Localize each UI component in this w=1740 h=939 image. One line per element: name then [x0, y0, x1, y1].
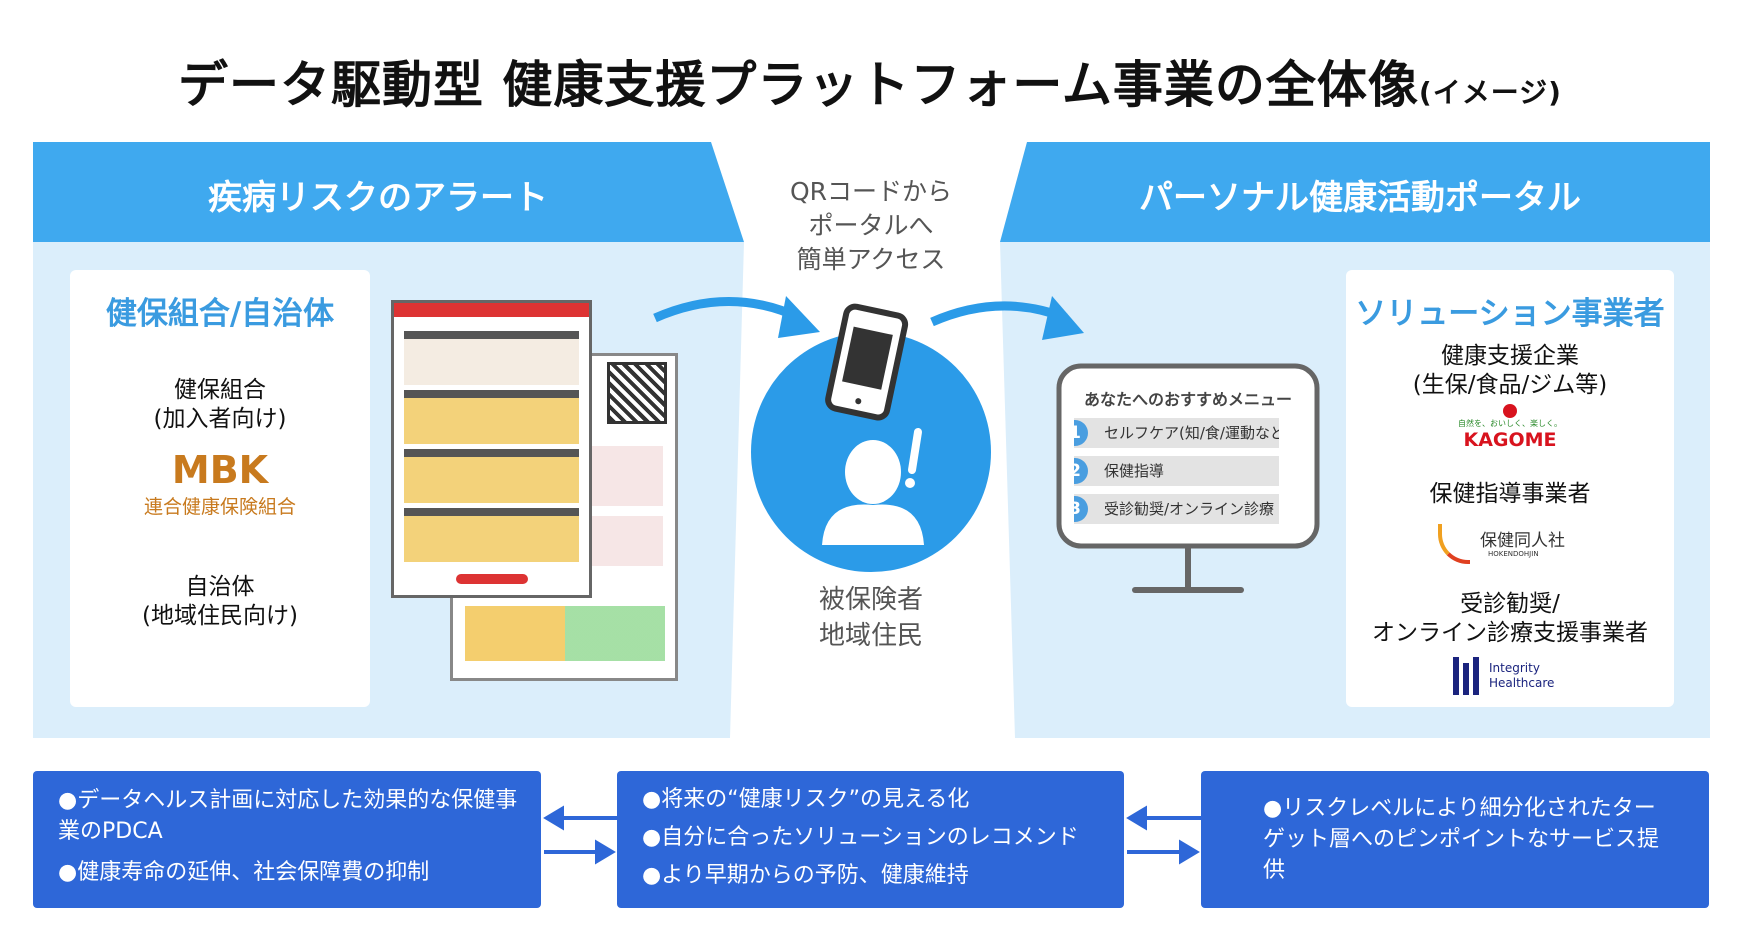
person-label: 被保険者 地域住民	[818, 585, 923, 651]
arrow-head-2	[1042, 296, 1084, 340]
mbk-name: 連合健康保険組合	[143, 496, 296, 518]
right-panel-header	[1000, 142, 1710, 242]
qr-note: QRコードから ポータルへ 簡単アクセス	[789, 177, 953, 274]
mbk-logo: MBK	[171, 448, 269, 492]
qr-code-icon	[607, 362, 667, 424]
benefit-box-provider: ●リスクレベルにより細分化されたターゲット層へのピンポイントなサービス提供	[1201, 771, 1709, 908]
solution-card: ソリューション事業者 健康支援企業 (生保/食品/ジム等) 自然を、おいしく、楽…	[1346, 270, 1674, 707]
hokendohjin-logo: 保健同人社 HOKENDOHJIN	[1438, 522, 1598, 568]
tomato-icon	[1503, 404, 1517, 418]
category-guidance: 保健指導事業者	[1429, 481, 1591, 507]
left-header-title: 疾病リスクのアラート	[208, 178, 548, 218]
number-badge: 1	[1074, 420, 1088, 446]
benefit-box-user: ●将来の“健康リスク”の見える化 ●自分に合ったソリューションのレコメンド ●よ…	[617, 771, 1124, 908]
integrity-healthcare-logo: Integrity Healthcare	[1453, 657, 1583, 697]
smartphone-icon	[825, 303, 909, 421]
menu-title: あなたへのおすすめメニュー	[1083, 390, 1292, 409]
right-header-title: パーソナル健康活動ポータル	[1139, 178, 1581, 218]
title-suffix: (イメージ)	[1418, 76, 1562, 109]
person-icon	[822, 428, 924, 545]
municipality-label: 自治体 (地域住民向け)	[142, 574, 298, 629]
insurer-card-title: 健保組合/自治体	[105, 296, 335, 332]
kenpo-label: 健保組合 (加入者向け)	[153, 377, 287, 432]
report-document-front	[391, 300, 592, 598]
benefit-box-insurer: ●データヘルス計画に対応した効果的な保健事業のPDCA ●健康寿命の延伸、社会保…	[33, 771, 541, 908]
solution-card-title: ソリューション事業者	[1355, 296, 1665, 332]
number-badge: 2	[1074, 458, 1088, 484]
flame-icon	[1438, 524, 1470, 564]
number-badge: 3	[1074, 496, 1088, 522]
bottom-arrows	[543, 805, 1201, 865]
left-panel-header	[33, 142, 744, 242]
insurer-card: 健保組合/自治体 健保組合 (加入者向け) MBK 連合健康保険組合 自治体 (…	[70, 270, 370, 707]
category-health-support: 健康支援企業 (生保/食品/ジム等)	[1412, 343, 1608, 398]
arrow-head-1	[778, 296, 820, 338]
category-online-care: 受診勧奨/ オンライン診療支援事業者	[1372, 591, 1648, 646]
kagome-logo: 自然を、おいしく、楽しく。 KAGOME	[1346, 404, 1674, 451]
page-title: データ駆動型 健康支援プラットフォーム事業の全体像(イメージ)	[178, 56, 1562, 114]
